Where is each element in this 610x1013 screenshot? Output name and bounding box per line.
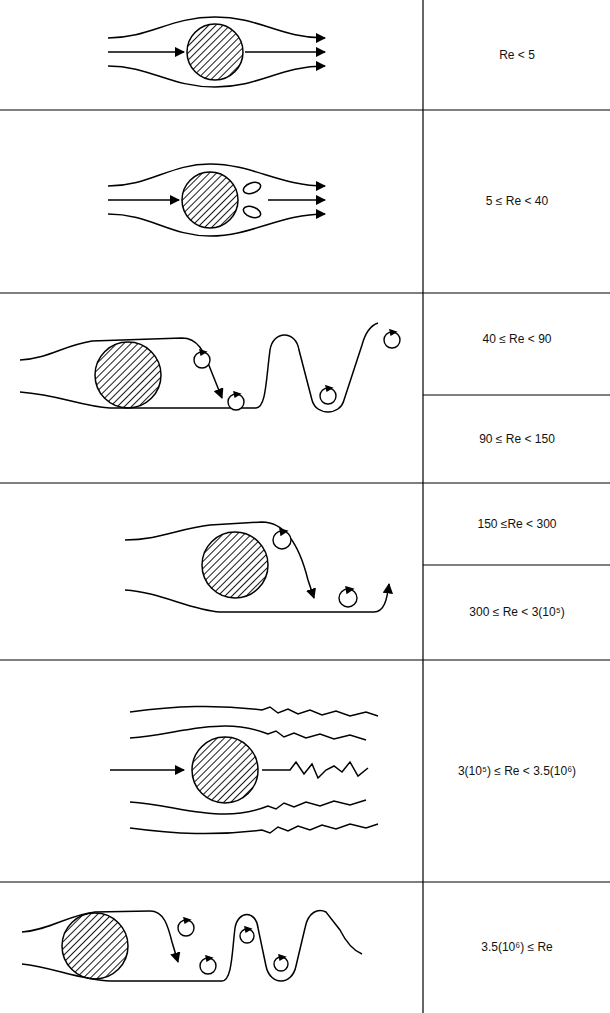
vortex-arrow [184,918,190,923]
streamline [130,706,378,716]
vortex-arrow [280,529,287,535]
row-divider [0,482,610,483]
cell-divider [423,564,610,565]
vortex-arrow [346,587,353,593]
column-divider [422,0,423,1013]
vortex-arrow [326,386,332,391]
wake-boundary [22,911,362,981]
streamline [245,51,325,53]
regime-label: 300 ≤ Re < 3(10⁵) [469,605,564,619]
regime-label: 150 ≤Re < 300 [478,517,557,531]
cylinder [187,24,243,80]
wake-boundary [20,323,378,412]
cylinder [182,172,238,228]
vortices [178,330,400,974]
regime-label: 3(10⁵) ≤ Re < 3.5(10⁶) [458,764,576,778]
streamline [108,199,179,201]
regime-label: 90 ≤ Re < 150 [479,432,555,446]
cylinder [192,737,258,803]
streamline [268,199,325,201]
vortex-arrow [245,927,251,932]
regime-label: 3.5(10⁶) ≤ Re [481,940,553,954]
streamline [110,769,184,771]
cylinder [202,532,268,598]
vortex [242,204,262,220]
vortex-arrow [279,955,285,960]
vortex-arrow [234,392,240,397]
cylinder [95,342,161,408]
streamlines [20,17,389,981]
regime-label: 5 ≤ Re < 40 [486,194,548,208]
streamline [130,726,366,740]
turbulent-wake [262,762,368,778]
vortex [242,180,262,196]
cylinders [62,24,268,979]
row-divider [0,109,610,110]
regime-label: 40 ≤ Re < 90 [483,332,552,346]
wake-boundary [125,522,314,598]
regime-label: Re < 5 [499,48,535,62]
vortex-arrow [200,350,206,355]
vortex-arrow [390,330,396,335]
cylinder [62,913,128,979]
streamline [130,824,378,834]
vortex-arrow [206,956,212,961]
cell-divider [423,394,610,395]
streamline [108,51,184,53]
streamline [130,800,366,814]
row-divider [0,881,610,882]
row-divider [0,292,610,293]
row-divider [0,659,610,660]
